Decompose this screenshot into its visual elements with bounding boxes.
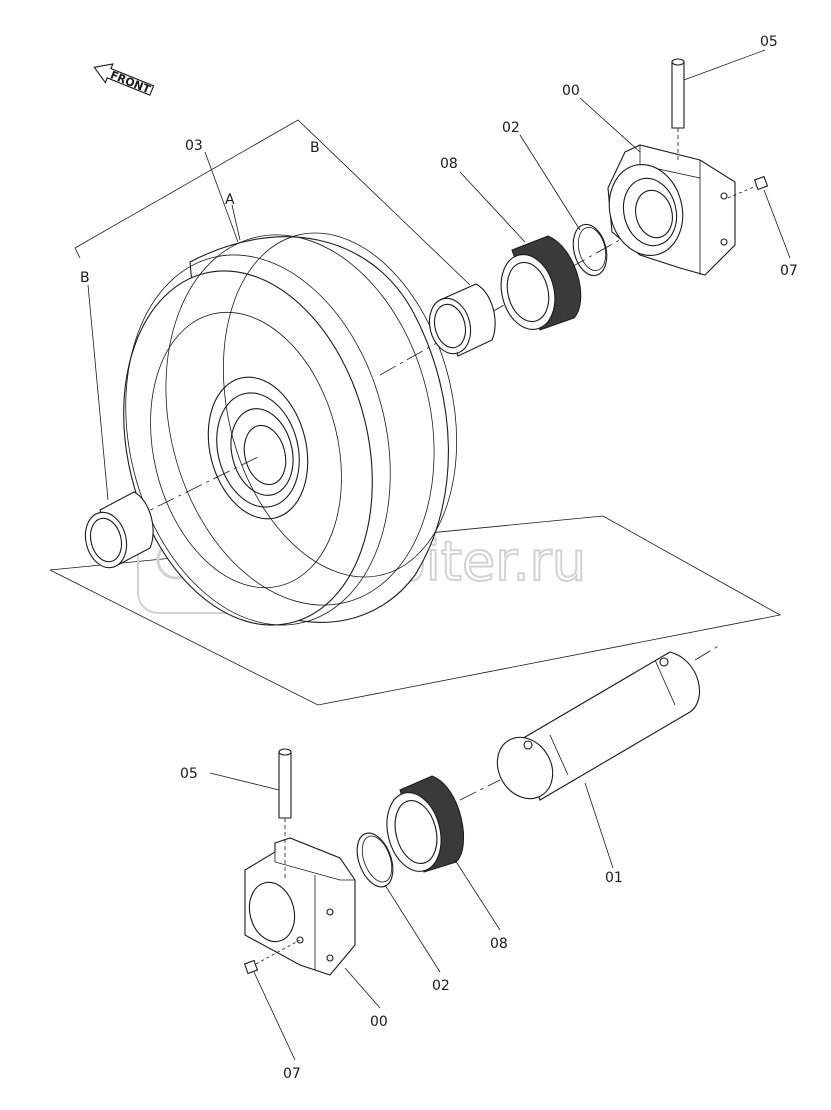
pin-05-lower (278, 748, 292, 878)
callout-01: 01 (605, 870, 623, 886)
callout-07-lower: 07 (283, 1066, 301, 1082)
callout-a: A (225, 192, 235, 208)
callout-08-upper: 08 (440, 156, 458, 172)
seal-08-lower (386, 775, 464, 873)
shaft-01 (496, 651, 700, 801)
seal-08-upper (500, 235, 582, 331)
front-label: FRONT (108, 68, 152, 96)
screw-07-lower (243, 939, 301, 975)
callout-b-left: B (80, 270, 90, 286)
callout-08-lower: 08 (490, 936, 508, 952)
support-block-lower (244, 837, 356, 976)
idler-wheel (123, 232, 458, 626)
ring-02-upper (572, 223, 608, 277)
screw-07-upper (727, 175, 769, 199)
callout-b-right: B (310, 140, 320, 156)
bushing-left (84, 491, 154, 569)
callout-00-upper: 00 (562, 83, 580, 99)
bushing-right (428, 283, 496, 357)
callout-03: 03 (185, 138, 203, 154)
callout-07-upper: 07 (780, 263, 798, 279)
pin-05-upper (671, 58, 685, 162)
callout-00-lower: 00 (370, 1014, 388, 1030)
front-arrow-icon: FRONT (93, 63, 155, 96)
support-block-upper (607, 144, 736, 276)
callout-02-upper: 02 (502, 120, 520, 136)
leader-lines (87, 49, 791, 1061)
callout-02-lower: 02 (432, 978, 450, 994)
callout-05-lower: 05 (180, 766, 198, 782)
ring-02-lower (356, 832, 394, 888)
callout-05-upper: 05 (760, 34, 778, 50)
